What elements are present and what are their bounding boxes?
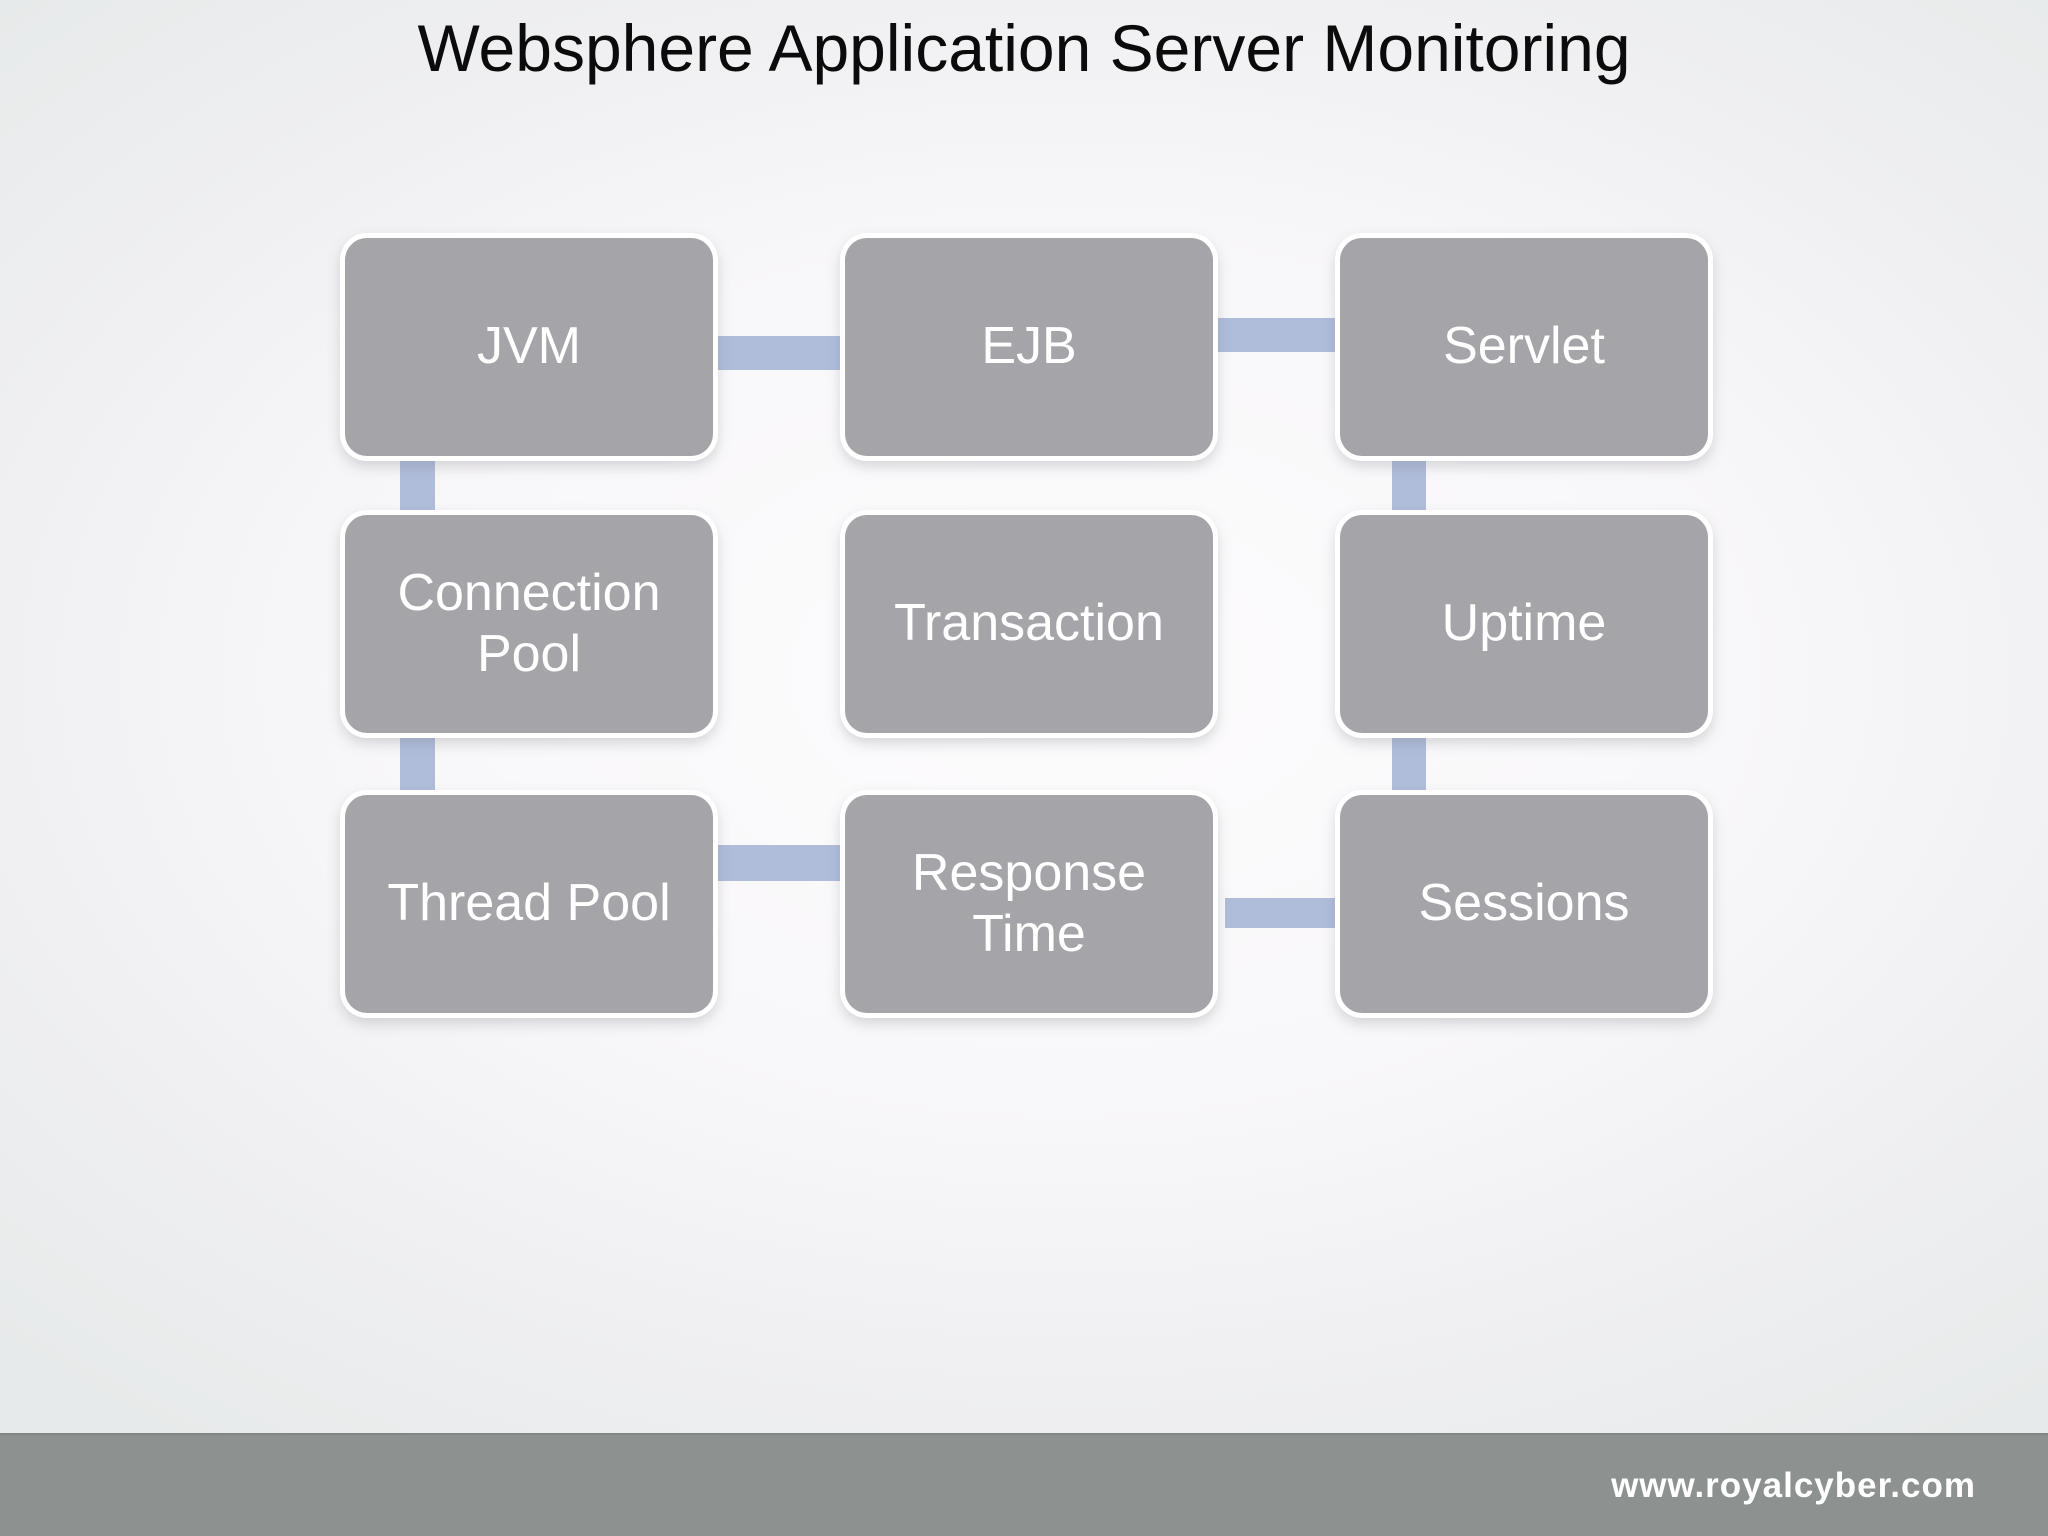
connector-uptime-sessions [1392,733,1426,795]
node-thread-pool-label: Thread Pool [387,874,671,933]
footer-website-text: www.royalcyber.com [1611,1465,1976,1505]
connector-jvm-connection-pool [400,455,435,515]
footer-bar: www.royalcyber.com [0,1433,2048,1536]
slide-title: Websphere Application Server Monitoring [417,11,1631,85]
node-servlet-label: Servlet [1443,317,1605,376]
node-sessions: Sessions [1340,795,1708,1013]
node-response-time-label: Response Time [911,843,1147,963]
node-sessions-label: Sessions [1418,874,1630,933]
node-uptime: Uptime [1340,515,1708,733]
node-thread-pool: Thread Pool [345,795,713,1013]
connector-response-time-sessions [1225,898,1335,928]
node-response-time: Response Time [845,795,1213,1013]
node-ejb: EJB [845,238,1213,456]
connector-connection-pool-thread-pool [400,733,435,795]
node-uptime-label: Uptime [1441,594,1607,653]
node-transaction: Transaction [845,515,1213,733]
node-connection-pool-label: Connection Pool [397,563,661,683]
connector-jvm-ejb [713,336,845,370]
node-connection-pool: Connection Pool [345,515,713,733]
node-jvm: JVM [345,238,713,456]
node-servlet: Servlet [1340,238,1708,456]
connector-servlet-uptime [1392,455,1426,515]
node-transaction-label: Transaction [894,594,1164,653]
node-ejb-label: EJB [981,317,1077,376]
connector-ejb-servlet [1213,318,1340,352]
connector-thread-pool-response-time [713,845,845,881]
node-jvm-label: JVM [477,317,581,376]
